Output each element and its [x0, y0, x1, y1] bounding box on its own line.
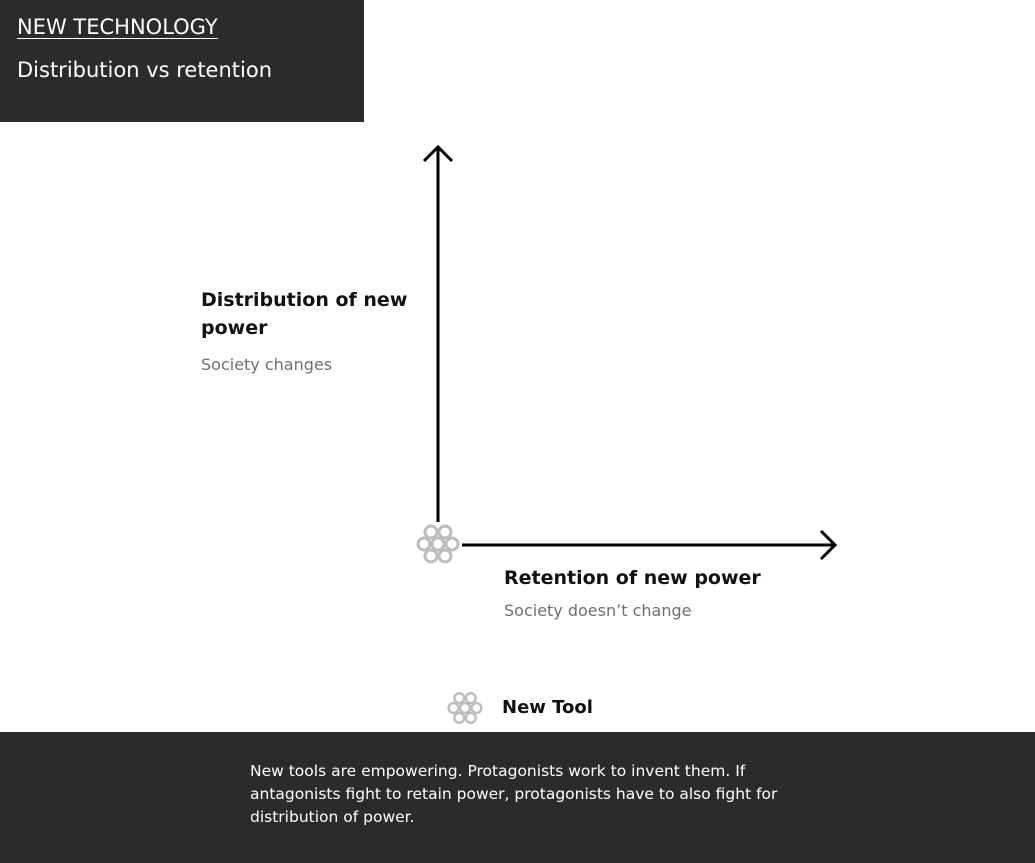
- header-title: Distribution vs retention: [17, 58, 273, 82]
- y-axis-sublabel: Society changes: [201, 355, 333, 374]
- legend-label: New Tool: [502, 697, 593, 718]
- footer-panel: New tools are empowering. Protagonists w…: [0, 732, 1035, 863]
- origin-tool-icon: [416, 524, 460, 564]
- footer-text: New tools are empowering. Protagonists w…: [250, 762, 778, 826]
- y-axis-label: Distribution of new power: [201, 289, 408, 339]
- legend-tool-icon: [447, 692, 483, 724]
- header-eyebrow: NEW TECHNOLOGY: [17, 15, 218, 39]
- header-panel: NEW TECHNOLOGY Distribution vs retention: [0, 0, 364, 122]
- x-axis: [462, 529, 838, 561]
- y-axis: [422, 144, 454, 522]
- x-axis-sublabel: Society doesn’t change: [504, 601, 692, 620]
- x-axis-label: Retention of new power: [504, 567, 761, 589]
